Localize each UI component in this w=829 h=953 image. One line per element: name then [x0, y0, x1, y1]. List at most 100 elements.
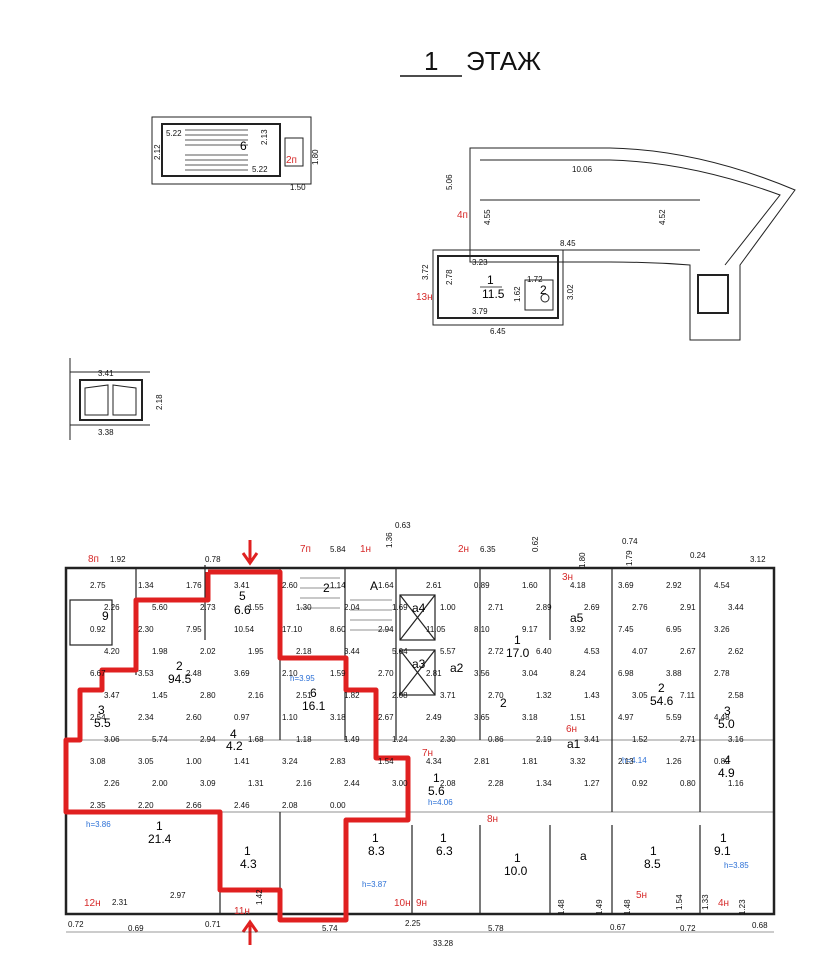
- svg-text:5н: 5н: [636, 890, 647, 901]
- dimension-label: 1.55: [248, 603, 264, 612]
- room-area: 5.5: [94, 716, 111, 730]
- svg-text:h=3.95: h=3.95: [290, 674, 315, 683]
- dimension-label: 1.30: [296, 603, 312, 612]
- dimension-label: 2.25: [405, 919, 421, 928]
- dimension-label: 8.24: [570, 669, 586, 678]
- dim: 5.22: [252, 165, 268, 174]
- room-number: а5: [570, 611, 584, 625]
- dimension-label: 3.56: [474, 669, 490, 678]
- dimension-label: 3.41: [584, 735, 600, 744]
- svg-text:11н: 11н: [234, 906, 250, 917]
- dimension-label: 6.98: [618, 669, 634, 678]
- dimension-label: 3.53: [138, 669, 154, 678]
- svg-text:1н: 1н: [360, 544, 371, 555]
- dimension-label: 1.54: [675, 894, 684, 910]
- room-area: 6.6: [234, 603, 251, 617]
- dim: 1.50: [290, 183, 306, 192]
- svg-text:9н: 9н: [416, 898, 427, 909]
- dimension-label: 1.95: [248, 647, 264, 656]
- dimension-label: 0.86: [488, 735, 504, 744]
- dimension-label: 4.53: [584, 647, 600, 656]
- dimension-label: 2.51: [296, 691, 312, 700]
- dimension-label: 3.18: [330, 713, 346, 722]
- dimension-label: 2.92: [666, 581, 682, 590]
- entrance-tags: 8п 7п 1н 2н 3н 6н 7н 8н 5н 4н 12н 11н 10…: [84, 544, 729, 917]
- room-area: 16.1: [302, 699, 326, 713]
- vestibule-detail: [69, 358, 150, 440]
- dimension-label: 1.43: [584, 691, 600, 700]
- dimension-label: 3.41: [234, 581, 250, 590]
- dimension-label: 4.34: [426, 757, 442, 766]
- dimension-label: 3.05: [632, 691, 648, 700]
- dim: 1.72: [527, 275, 543, 284]
- room-number: 1: [433, 771, 440, 785]
- dimension-label: 3.06: [104, 735, 120, 744]
- dim: 3.38: [98, 428, 114, 437]
- floor-number: 1: [424, 46, 438, 76]
- room-number: 2: [176, 659, 183, 673]
- dimension-label: 17.10: [282, 625, 303, 634]
- dim: 6.45: [490, 327, 506, 336]
- dimension-label: 2.58: [728, 691, 744, 700]
- svg-text:4н: 4н: [718, 898, 729, 909]
- room-number: 1: [514, 851, 521, 865]
- dimension-label: 2.70: [378, 669, 394, 678]
- dimension-label: 4.20: [104, 647, 120, 656]
- dimension-label: 2.28: [488, 779, 504, 788]
- dimension-label: 2.91: [680, 603, 696, 612]
- dimension-label: 1.41: [234, 757, 250, 766]
- total-width: 33.28: [433, 939, 454, 948]
- svg-text:8н: 8н: [487, 814, 498, 825]
- svg-text:2н: 2н: [458, 544, 469, 555]
- room-area: 5.6: [428, 784, 445, 798]
- dim: 2.13: [260, 129, 269, 145]
- dimension-label: 1.34: [138, 581, 154, 590]
- dimension-label: 0.63: [395, 521, 411, 530]
- dimension-label: 1.23: [738, 899, 747, 915]
- dimension-label: 0.92: [90, 625, 106, 634]
- dimension-label: 3.24: [282, 757, 298, 766]
- room-number: 1: [514, 633, 521, 647]
- dimension-label: 3.69: [234, 669, 250, 678]
- dimension-label: 1.92: [110, 555, 126, 564]
- dim: 3.79: [472, 307, 488, 316]
- dimension-label: 1.00: [186, 757, 202, 766]
- dimension-label: 4.54: [714, 581, 730, 590]
- stair-detail: [151, 116, 312, 185]
- dimension-label: 1.33: [701, 894, 710, 910]
- dimension-label: 2.60: [186, 713, 202, 722]
- dimension-label: 8.60: [330, 625, 346, 634]
- dimension-label: 2.00: [152, 779, 168, 788]
- dimension-label: 1.32: [536, 691, 552, 700]
- dim: 2.18: [155, 394, 164, 410]
- dimension-label: 5.74: [152, 735, 168, 744]
- dimension-label: 1.64: [378, 581, 394, 590]
- dimension-label: 1.48: [557, 899, 566, 915]
- dimension-label: 0.92: [632, 779, 648, 788]
- dimension-label: 5.74: [322, 924, 338, 933]
- dimension-label: 3.00: [392, 779, 408, 788]
- room-number: 1: [720, 831, 727, 845]
- dimension-label: 11.05: [426, 625, 446, 634]
- dimension-label: 2.10: [282, 669, 298, 678]
- room-area: 8.3: [368, 844, 385, 858]
- dimension-label: 0.89: [474, 581, 490, 590]
- dimension-label: 2.08: [440, 779, 456, 788]
- dimension-label: 1.54: [378, 757, 394, 766]
- dimension-label: 0.72: [68, 920, 84, 929]
- dimension-label: 2.48: [186, 669, 202, 678]
- dimension-label: 2.83: [330, 757, 346, 766]
- dimension-label: 2.19: [536, 735, 552, 744]
- dimension-label: 2.62: [728, 647, 744, 656]
- dim: 5.22: [166, 129, 182, 138]
- dimension-label: 2.78: [714, 669, 730, 678]
- dimension-label: 9.17: [522, 625, 538, 634]
- svg-text:7н: 7н: [422, 748, 433, 759]
- room-labels: 9 5 6.6 2 94.5 6 16.1 3 5.5 4 4.2 2 А а4…: [94, 579, 735, 878]
- dimension-label: 3.12: [750, 555, 766, 564]
- dimension-label: 5.84: [330, 545, 346, 554]
- dimension-label: 4.07: [632, 647, 648, 656]
- dimension-label: 2.75: [90, 581, 106, 590]
- dim: 3.23: [472, 258, 488, 267]
